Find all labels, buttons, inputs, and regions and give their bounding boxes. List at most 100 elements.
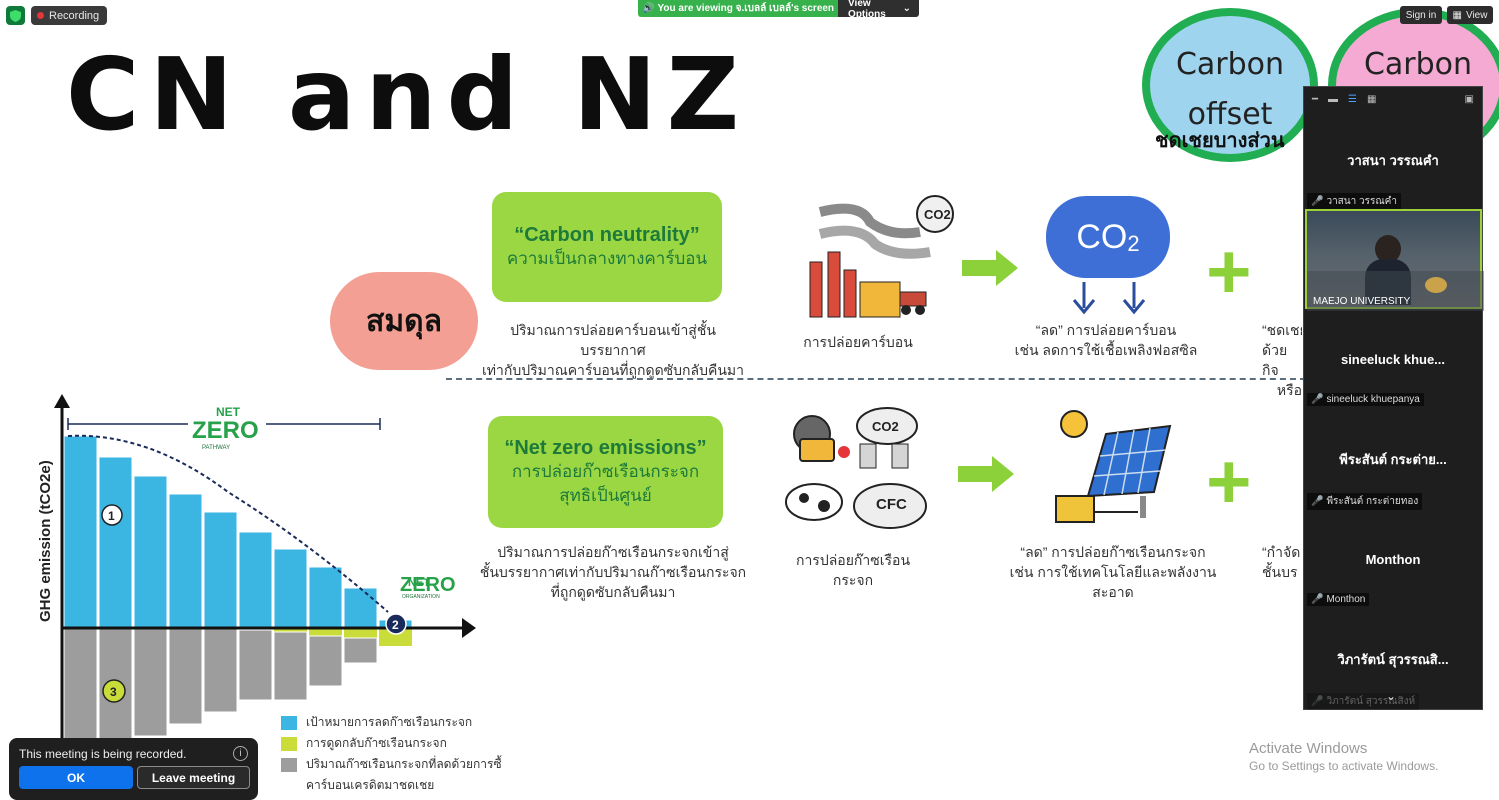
participant-tag-label: sineeluck khuepanya	[1326, 394, 1420, 405]
mic-muted-icon: 🎤	[1311, 594, 1324, 605]
participant-tile[interactable]: พีระสันต์ กระต่าย...	[1304, 409, 1482, 509]
participant-tile[interactable]: วาสนา วรรณคำ	[1304, 111, 1482, 209]
leave-meeting-button[interactable]: Leave meeting	[137, 766, 250, 789]
offset-desc-line2: ด้วยกิจ	[1262, 342, 1288, 378]
grid-view-icon: ▦	[1452, 9, 1462, 21]
viewing-text: You are viewing จ.เบลล์ เบลล์'s screen	[657, 3, 835, 14]
participant-name: พีระสันต์ กระต่าย...	[1339, 451, 1447, 467]
balance-cloud-label: สมดุล	[366, 304, 442, 338]
carbon-emission-label: การปล่อยคาร์บอน	[803, 334, 913, 350]
nz-desc-line2: ชั้นบรรยากาศเท่ากับปริมาณก๊าซเรือนกระจก	[479, 564, 747, 580]
activate-line1: Activate Windows	[1249, 740, 1368, 757]
participant-tag-label: วิภารัตน์ สุวรรณสิงห์	[1326, 696, 1416, 707]
screen-share-banner: 🔊 You are viewing จ.เบลล์ เบลล์'s screen…	[638, 0, 919, 17]
bar-target	[343, 587, 378, 629]
recording-label: Recording	[49, 9, 100, 22]
bar-offset	[203, 627, 238, 713]
bar-offset	[133, 627, 168, 737]
factory-icon: CO2	[809, 195, 954, 318]
minimize-icon[interactable]: ━	[1312, 93, 1319, 105]
bar-absorption	[309, 628, 342, 636]
bar-target	[63, 435, 98, 629]
participant-name: วิภารัตน์ สุวรรณสิ...	[1337, 651, 1449, 667]
down-arrows-icon	[1072, 282, 1146, 315]
participant-tile[interactable]: วิภารัตน์ สุวรรณสิ...	[1304, 609, 1482, 709]
participant-name: sineeluck khue...	[1340, 351, 1446, 367]
scroll-down-icon[interactable]: ⌄	[1386, 689, 1397, 703]
svg-text:CO2: CO2	[924, 207, 951, 222]
view-options-button[interactable]: View Options ⌄	[838, 0, 919, 17]
circle-blue-line1: Carbon	[1175, 47, 1285, 82]
bar-target	[238, 531, 273, 629]
circle-pink-line1: Carbon	[1363, 47, 1473, 82]
nz-desc-line3: ที่ถูกดูดซับกลับคืนมา	[550, 584, 676, 600]
marker-3	[102, 679, 126, 703]
arrow-right-icon-2	[958, 456, 1014, 492]
legend-swatch	[281, 779, 297, 793]
offset-desc-partial: “ชดเชย ด้วยกิจ หรือ	[1262, 320, 1302, 400]
bar-absorption	[379, 628, 412, 646]
security-shield-icon[interactable]	[6, 6, 25, 25]
video-tile[interactable]: MAEJO UNIVERSITY	[1305, 209, 1484, 311]
plus-icon-2: +	[1206, 437, 1252, 525]
cn-desc-line1: ปริมาณการปล่อยคาร์บอนเข้าสู่ชั้นบรรยากาศ	[510, 322, 716, 358]
cn-desc-line2: เท่ากับปริมาณคาร์บอนที่ถูกดูดซับกลับคืนม…	[481, 362, 745, 378]
legend-item: การดูดกลับก๊าซเรือนกระจก	[281, 733, 502, 754]
bar-target	[203, 511, 238, 629]
y-axis-label: GHG emission (tCO2e)	[37, 460, 54, 622]
view-button[interactable]: ▦ View	[1447, 6, 1493, 24]
pathway-curve	[67, 434, 389, 613]
video-label: MAEJO UNIVERSITY	[1313, 296, 1411, 307]
speaker-view-icon[interactable]: ☰	[1348, 93, 1357, 105]
mic-muted-icon: 🎤	[1311, 696, 1324, 707]
speaker-icon: 🔊	[642, 3, 655, 14]
panel-toolbar: ━ ▬ ☰ ▦ ▣	[1304, 87, 1482, 111]
recording-indicator[interactable]: Recording	[31, 6, 108, 25]
x-axis-arrow	[462, 618, 476, 638]
row-divider	[446, 378, 1306, 380]
co2-subscript: 2	[1127, 231, 1140, 256]
netzero-mid-text: ZERO	[192, 417, 259, 444]
net-zero-box: “Net zero emissions” การปล่อยก๊าซเรือนกร…	[488, 416, 723, 528]
participant-tag-label: วาสนา วรรณคำ	[1326, 196, 1397, 207]
legend-label: เป้าหมายการลดก๊าซเรือนกระจก	[306, 715, 473, 729]
participant-tile[interactable]: sineeluck khue...	[1304, 309, 1482, 409]
bar-target	[168, 493, 203, 629]
marker-2	[385, 613, 407, 635]
plus-icon: +	[1206, 227, 1252, 315]
bar-offset	[168, 627, 203, 725]
solar-panel-icon	[1055, 410, 1172, 523]
gallery-view-icon[interactable]: ▦	[1367, 93, 1377, 105]
recording-notice-popup: This meeting is being recorded. i OK Lea…	[9, 738, 258, 800]
ok-button[interactable]: OK	[19, 766, 133, 789]
participant-tag: 🎤Monthon	[1307, 593, 1370, 606]
netzero-org-mid: ZERO	[400, 574, 456, 596]
legend-swatch	[281, 715, 297, 730]
view-label: View	[1465, 9, 1488, 21]
mic-muted-icon: 🎤	[1311, 394, 1324, 405]
legend-item: เป้าหมายการลดก๊าซเรือนกระจก	[281, 712, 502, 733]
hide-video-icon[interactable]: ▬	[1328, 93, 1339, 105]
svg-text:CO2: CO2	[872, 419, 899, 434]
view-options-label: View Options	[848, 0, 886, 17]
marker-2-label: 2	[392, 618, 399, 632]
mic-muted-icon: 🎤	[1311, 496, 1324, 507]
recording-notice-text: This meeting is being recorded.	[19, 746, 187, 761]
carbon-offset-circle: Carbon offset	[1142, 8, 1318, 162]
bar-target	[308, 566, 343, 629]
reduce-ghg-desc: “ลด” การปล่อยก๊าซเรือนกระจก เช่น การใช้เ…	[998, 542, 1228, 602]
net-zero-subtitle-2: สุทธิเป็นศูนย์	[559, 485, 652, 505]
bar-target	[133, 475, 168, 629]
net-zero-desc: ปริมาณการปล่อยก๊าซเรือนกระจกเข้าสู่ ชั้น…	[478, 542, 748, 602]
expand-icon[interactable]: ▣	[1464, 93, 1474, 105]
offset-desc-line1: “ชดเชย	[1262, 322, 1302, 338]
activate-line2: Go to Settings to activate Windows.	[1249, 759, 1439, 773]
nz-desc-line1: ปริมาณการปล่อยก๊าซเรือนกระจกเข้าสู่	[497, 544, 729, 560]
sign-in-button[interactable]: Sign in	[1400, 6, 1442, 24]
participants-panel: ━ ▬ ☰ ▦ ▣ วาสนา วรรณคำ 🎤วาสนา วรรณคำ MAE…	[1303, 86, 1484, 710]
info-icon[interactable]: i	[233, 746, 248, 761]
cfc-label: CFC	[876, 496, 907, 513]
participant-tile[interactable]: Monthon	[1304, 509, 1482, 609]
chart-legend: เป้าหมายการลดก๊าซเรือนกระจก การดูดกลับก๊…	[281, 712, 502, 796]
